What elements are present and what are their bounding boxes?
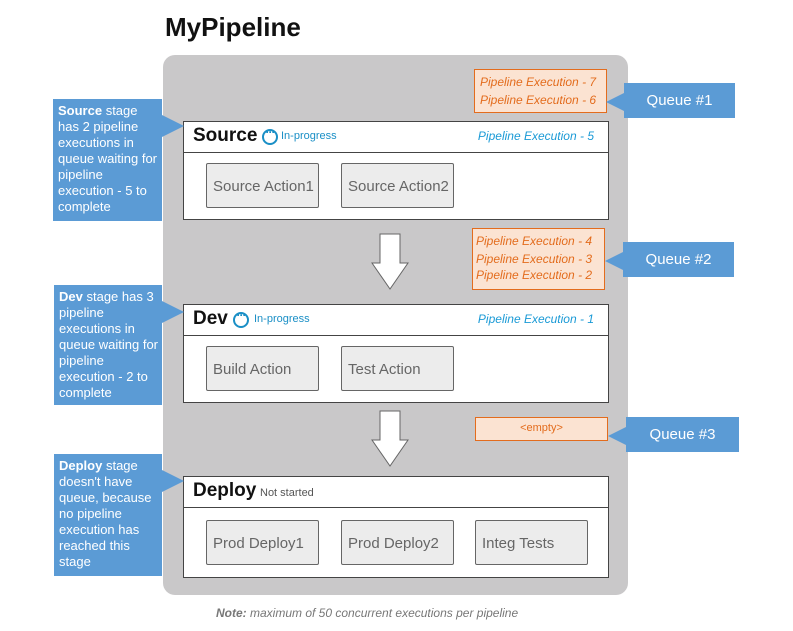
callout-bold: Dev [59, 289, 83, 304]
stage-status: In-progress [254, 313, 310, 325]
stage-status: Not started [260, 487, 314, 499]
queue-3-box: <empty> [475, 417, 608, 441]
callout-dev: Dev stage has 3 pipeline executions in q… [54, 285, 184, 405]
queue-label-3: Queue #3 [608, 417, 739, 452]
queue-item: Pipeline Execution - 4 [476, 234, 593, 248]
action-test-action[interactable]: Test Action [341, 346, 454, 391]
callout-text: stage has 3 pipeline executions in queue… [59, 289, 159, 400]
action-source-action1[interactable]: Source Action1 [206, 163, 319, 208]
in-progress-icon [233, 308, 249, 328]
queue-item: <empty> [520, 422, 563, 434]
in-progress-icon [262, 125, 278, 145]
action-integ-tests[interactable]: Integ Tests [475, 520, 588, 565]
footnote: Note: maximum of 50 concurrent execution… [216, 606, 518, 620]
down-arrow-icon [371, 233, 409, 290]
down-arrow-icon [371, 410, 409, 467]
queue-label-2: Queue #2 [605, 242, 734, 277]
queue-item: Pipeline Execution - 6 [480, 93, 597, 107]
callout-text: stage doesn't have queue, because no pip… [59, 458, 152, 569]
callout-source: Source stage has 2 pipeline executions i… [53, 99, 184, 221]
pipeline-title: MyPipeline [165, 12, 301, 42]
note-label: Note: [216, 606, 247, 620]
stage-status: In-progress [281, 130, 337, 142]
action-prod-deploy1[interactable]: Prod Deploy1 [206, 520, 319, 565]
current-execution: Pipeline Execution - 5 [477, 129, 594, 143]
stage-header: Dev In-progress Pipeline Execution - 1 [184, 305, 608, 336]
stage-name: Dev [193, 308, 228, 329]
queue-item: Pipeline Execution - 2 [476, 268, 593, 282]
callout-bold: Source [58, 103, 103, 118]
stage-header: Source In-progress Pipeline Execution - … [184, 122, 608, 153]
stage-dev: Dev In-progress Pipeline Execution - 1 B… [183, 304, 609, 403]
stage-name: Deploy [193, 480, 257, 501]
stage-header: Deploy Not started [184, 477, 608, 508]
action-prod-deploy2[interactable]: Prod Deploy2 [341, 520, 454, 565]
callout-bold: Deploy [59, 458, 103, 473]
queue-2-box: Pipeline Execution - 4 Pipeline Executio… [472, 228, 605, 290]
queue-item: Pipeline Execution - 7 [480, 75, 597, 89]
current-execution: Pipeline Execution - 1 [477, 312, 594, 326]
note-text: maximum of 50 concurrent executions per … [246, 606, 519, 620]
queue-1-box: Pipeline Execution - 7 Pipeline Executio… [474, 69, 607, 113]
action-build-action[interactable]: Build Action [206, 346, 319, 391]
action-source-action2[interactable]: Source Action2 [341, 163, 454, 208]
callout-deploy: Deploy stage doesn't have queue, because… [54, 454, 184, 576]
stage-deploy: Deploy Not started Prod Deploy1 Prod Dep… [183, 476, 609, 578]
stage-name: Source [193, 125, 258, 146]
stage-source: Source In-progress Pipeline Execution - … [183, 121, 609, 220]
queue-item: Pipeline Execution - 3 [476, 252, 593, 266]
queue-label-1: Queue #1 [606, 83, 735, 118]
callout-text: stage has 2 pipeline executions in queue… [58, 103, 158, 214]
